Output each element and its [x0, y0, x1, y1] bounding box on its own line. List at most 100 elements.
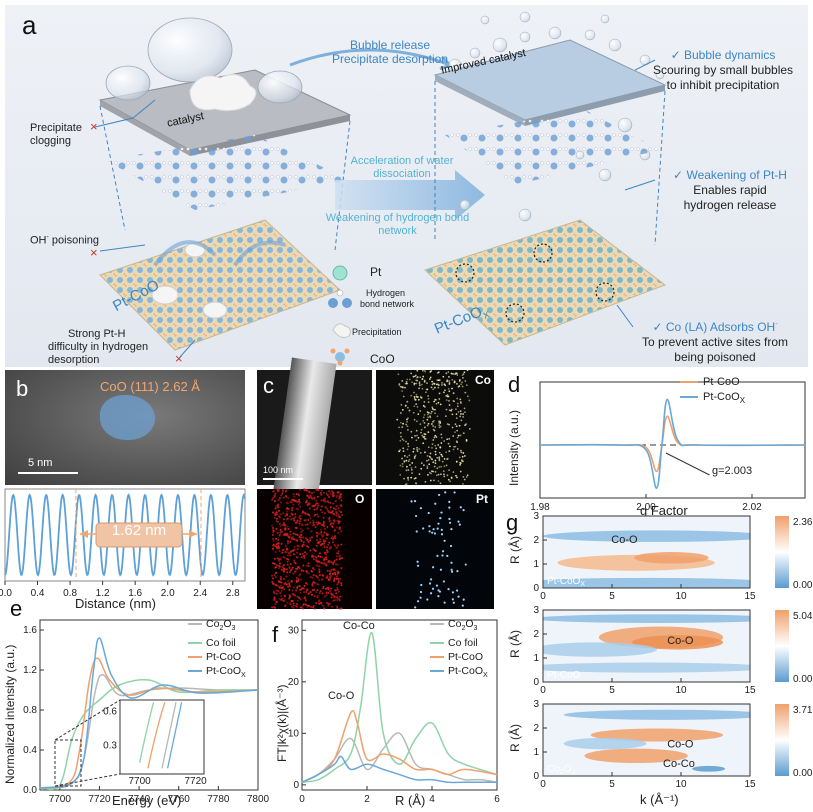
panel-g-xtick: 10 [675, 591, 687, 602]
panel-g-xtick: 5 [609, 779, 615, 790]
panel-g-sample-label: Pt-CoOX [547, 576, 585, 588]
panel-g-cbar-max: 2.36 [793, 517, 813, 528]
panel-e-legend-item-3: Pt-CoO [188, 650, 246, 664]
panel-c-scale-bar [263, 478, 303, 480]
co-la-line-1: To prevent active sites from [641, 335, 789, 349]
panel-g-colorbar [775, 516, 789, 588]
panel-b-xtick: 0.0 [0, 588, 12, 599]
panel-f-xtick: 6 [494, 794, 500, 805]
panel-g-ytick: 3 [533, 511, 539, 522]
panel-e-series-3 [39, 657, 259, 789]
precipitate-blob [189, 73, 257, 112]
right-catalyst-plate [433, 39, 667, 121]
panel-e-xlabel: Energy (eV) [112, 793, 182, 808]
bubble-dyn-line-1: Scouring by small bubbles [652, 63, 794, 77]
panel-g-contour [634, 552, 709, 564]
panel-g-xtick: 0 [540, 685, 546, 696]
panel-e-inset-ytick: 0.6 [103, 706, 117, 717]
panel-g-xtick: 5 [609, 591, 615, 602]
panel-f-ytick: 0 [293, 780, 299, 791]
panel-e-xtick: 7700 [49, 794, 72, 805]
panel-g-sample-label: Co2O3 [547, 764, 575, 776]
precipitate-desorption-label: Precipitate desorption [331, 52, 449, 66]
panel-g-sample-label: Pt-CoO [547, 670, 581, 681]
co-la-line-2: being poisoned [674, 350, 756, 364]
panel-e-legend: Co2O3 Co foil Pt-CoO Pt-CoOX [188, 617, 246, 683]
panel-e-xtick: 7720 [88, 794, 111, 805]
panel-f-legend-item-4: Pt-CoOX [430, 664, 488, 683]
panel-g-contour [543, 614, 750, 623]
panel-e-letter: e [10, 596, 23, 621]
panel-b-scale-bar [18, 472, 78, 474]
panel-f-xtick: 2 [364, 794, 370, 805]
panel-g-ytick: 0 [533, 771, 539, 782]
panel-e-legend-item-4: Pt-CoOX [188, 664, 246, 683]
co-la-title: ✓ Co (LA) Adsorbs OH- [652, 320, 778, 334]
panel-g-xtick: 15 [744, 685, 756, 696]
panel-g-ytick: 2 [533, 535, 539, 546]
precipitate-clogging-label-2: clogging [30, 135, 71, 147]
panel-d-legend-item-1: Pt-CoO [680, 375, 745, 390]
panel-d-xtick: 2.00 [636, 502, 656, 513]
panel-e-inset-xtick: 7700 [128, 776, 151, 787]
precipitate-clogging-label-1: Precipitate [30, 122, 82, 134]
panel-g-ytick: 3 [533, 605, 539, 616]
panel-e-inset-series-2 [147, 702, 166, 769]
panel-g-ytick: 0 [533, 583, 539, 594]
legend-pt-label: Pt [370, 265, 382, 279]
panel-g-cbar-max: 5.04 [793, 611, 813, 622]
panel-f-legend-item-2: Co foil [430, 636, 488, 650]
panel-d-series-2 [539, 398, 806, 490]
legend-hb-label-1: Hydrogen [366, 288, 406, 298]
panel-g-ylabel: R (Å) [507, 630, 522, 658]
panel-f-ann-coo: Co-O [328, 690, 355, 702]
legend-precip-label: Precipitation [352, 327, 402, 337]
panel-g-contour [543, 577, 750, 588]
weaken-pth-line-2: hydrogen release [683, 198, 777, 212]
panel-e-series-4 [39, 637, 259, 789]
bubble-release-label: Bubble release [349, 38, 431, 52]
cross-icon-3: × [175, 351, 183, 366]
accel-label-1: Acceleration of water [350, 155, 454, 167]
panel-g-map-label: Co-Co [663, 758, 695, 770]
panel-d-xtick: 1.98 [530, 502, 550, 513]
panel-g-xtick: 5 [609, 685, 615, 696]
panel-g-xtick: 15 [744, 779, 756, 790]
panel-f-legend-item-1: Co2O3 [430, 617, 488, 636]
panel-b-xtick: 1.2 [96, 588, 110, 599]
panel-e-legend-item-2: Co foil [188, 636, 246, 650]
right-lattice [424, 219, 667, 346]
panel-g-contour [543, 642, 657, 657]
panel-g-contour [563, 709, 750, 720]
cross-icon-2: × [90, 245, 98, 260]
legend-hb-label-2: bond network [360, 299, 415, 309]
strong-pth-label-2: difficulty in hydrogen [48, 341, 149, 353]
panel-f-xtick: 0 [299, 794, 305, 805]
panel-f-legend-item-3: Pt-CoO [430, 650, 488, 664]
panel-g-map-label: Co-O [611, 534, 638, 546]
panel-e-inset-series-4 [166, 702, 183, 769]
cross-icon-1: × [90, 119, 98, 134]
panel-g-cbar-min: 0.00 [793, 580, 813, 591]
panel-e-legend-item-1: Co2O3 [188, 617, 246, 636]
panel-e-xtick: 7740 [128, 794, 151, 805]
strong-pth-label-1: Strong Pt-H [68, 328, 126, 340]
panel-f-ytick: 10 [288, 728, 300, 739]
panel-b-spacing-label: 1.62 nm [111, 522, 167, 539]
panel-g-xtick: 10 [675, 685, 687, 696]
panel-f-series-4 [301, 755, 497, 784]
oh-poisoning-label: OH- poisoning [30, 234, 99, 247]
panel-g-ytick: 1 [533, 653, 539, 664]
panel-g-ytick: 3 [533, 699, 539, 710]
panel-g-cbar-min: 0.00 [793, 674, 813, 685]
panel-g-letter: g [506, 510, 519, 535]
panel-g-ytick: 0 [533, 677, 539, 688]
legend-precip-icon [332, 323, 351, 338]
panel-b-particle [100, 395, 155, 440]
panel-f-letter: f [272, 622, 279, 647]
middle-arrow [335, 170, 485, 220]
panel-c-co-label: Co [475, 373, 491, 387]
